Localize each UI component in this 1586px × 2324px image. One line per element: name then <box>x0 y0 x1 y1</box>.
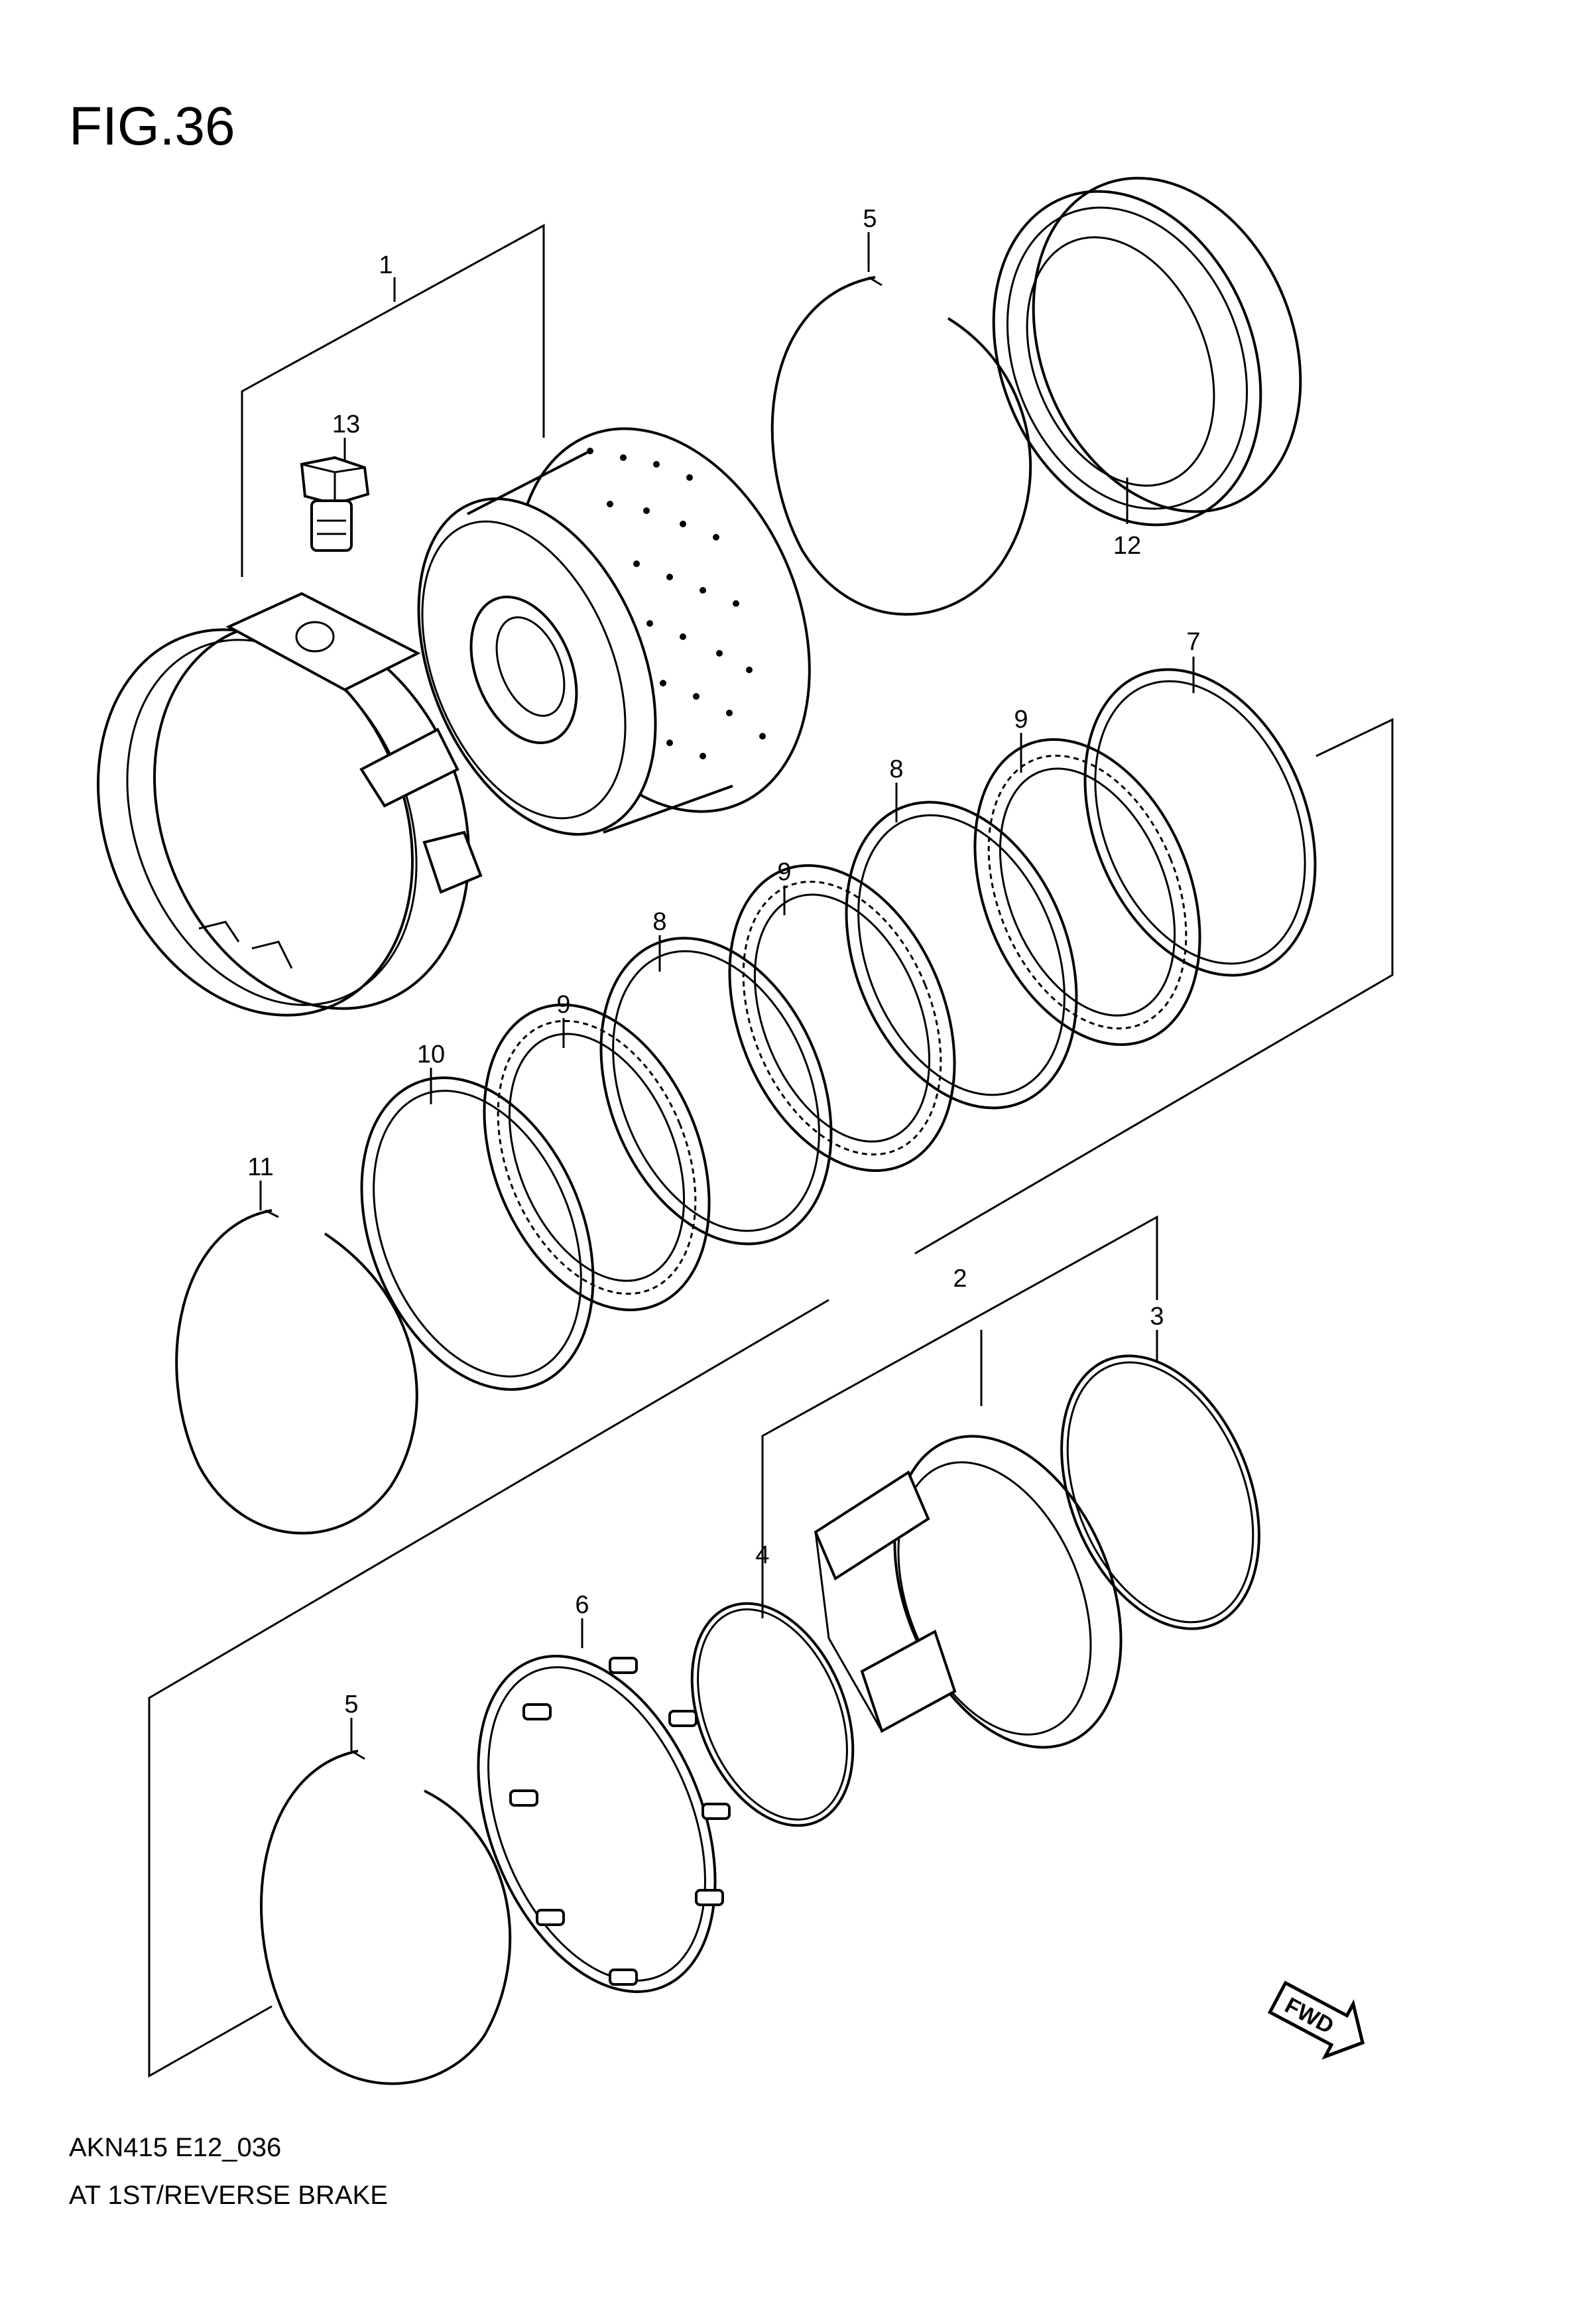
figure-name: AT 1ST/REVERSE BRAKE <box>69 2181 388 2210</box>
part-9-friction-disc-c <box>483 1003 711 1311</box>
callout-4: 4 <box>755 1541 769 1569</box>
spring-coils <box>509 1657 731 1986</box>
callout-1: 1 <box>379 251 393 279</box>
callout-3: 3 <box>1150 1303 1164 1330</box>
figure-code: AKN415 E12_036 <box>69 2133 282 2162</box>
part-11-snap-ring <box>175 1209 418 1535</box>
callout-11: 11 <box>247 1153 273 1181</box>
callout-12: 12 <box>1113 532 1141 560</box>
part-4-o-ring <box>690 1602 855 1827</box>
part-3-o-ring <box>1060 1354 1260 1630</box>
part-1-brake-band <box>97 592 483 1017</box>
callout-5: 5 <box>863 205 877 233</box>
callout-6: 6 <box>575 1591 589 1619</box>
group-bracket-bottom <box>761 1215 1158 1618</box>
group-bracket-middle <box>148 718 1394 2078</box>
figure-title: FIG.36 <box>69 96 235 157</box>
part-1-drum <box>417 427 811 836</box>
callout-9: 9 <box>556 991 570 1019</box>
leader-lines <box>259 232 1195 1751</box>
callout-labels: 1 13 5 12 7 9 8 9 8 9 10 11 2 3 4 6 5 <box>247 205 1200 1718</box>
part-10-retaining-plate <box>360 1076 595 1391</box>
callout-7: 7 <box>1186 628 1200 656</box>
callout-9: 9 <box>1014 706 1028 734</box>
part-2-piston <box>814 1435 1123 1749</box>
callout-8: 8 <box>652 908 666 936</box>
part-7-plate <box>1083 668 1317 977</box>
part-12-one-way-clutch <box>992 176 1302 527</box>
part-5-snap-ring-top <box>770 276 1032 616</box>
part-9-friction-disc-b <box>728 864 956 1172</box>
part-8-steel-plate-b <box>599 936 833 1246</box>
callout-8: 8 <box>889 755 903 783</box>
callout-2: 2 <box>953 1265 967 1293</box>
part-5-snap-ring-bottom <box>260 1750 512 2085</box>
part-9-friction-disc-a <box>973 738 1201 1046</box>
part-6-return-spring <box>477 1655 731 1993</box>
part-13-bolt <box>300 456 370 552</box>
callout-5: 5 <box>344 1691 358 1718</box>
group-bracket-top <box>241 224 545 577</box>
callout-9: 9 <box>777 858 791 886</box>
callout-10: 10 <box>417 1041 445 1068</box>
fwd-arrow-icon: FWD <box>1267 1980 1365 2060</box>
callout-13: 13 <box>332 411 360 438</box>
drum-holes <box>587 448 766 759</box>
part-8-steel-plate-a <box>845 801 1078 1110</box>
